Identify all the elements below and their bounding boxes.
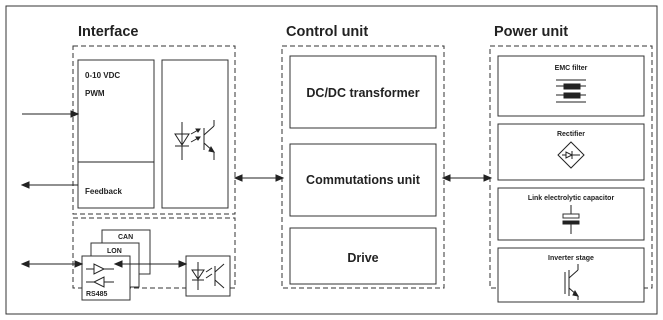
label-0-10-vdc: 0-10 VDC — [85, 71, 120, 80]
link-capacitor-label: Link electrolytic capacitor — [528, 195, 615, 202]
rectifier-box — [497, 123, 645, 181]
interface-upper-group — [72, 45, 236, 215]
interface-section: 0-10 VDC PWM Feedback CAN LON RS485 — [72, 45, 236, 301]
drive-label: Drive — [347, 251, 378, 265]
label-feedback: Feedback — [85, 187, 122, 196]
inverter-stage-label: Inverter stage — [548, 255, 594, 262]
interface-bus-group — [72, 217, 236, 289]
rectifier-label: Rectifier — [557, 131, 585, 138]
bus-optocoupler-box — [185, 255, 231, 297]
diode-bridge-icon — [557, 141, 585, 169]
label-pwm: PWM — [85, 89, 105, 98]
emc-filter-icon — [556, 79, 586, 103]
inverter-stage-box — [497, 247, 645, 303]
outer-frame — [5, 5, 658, 315]
optocoupler-box — [161, 59, 229, 209]
dcdc-transformer-label: DC/DC transformer — [306, 86, 419, 100]
commutation-unit-label: Commutations unit — [306, 173, 421, 187]
header-control-unit: Control unit — [286, 24, 368, 40]
drive-box — [289, 227, 437, 285]
igbt-icon — [564, 264, 580, 300]
dcdc-transformer-box — [289, 55, 437, 129]
label-can: CAN — [118, 234, 133, 241]
capacitor-icon — [562, 205, 580, 234]
control-unit-group — [281, 45, 445, 289]
transceiver-icon — [86, 263, 114, 288]
control-unit-section: DC/DC transformer Commutations unit Driv… — [281, 45, 445, 289]
optocoupler-icon — [174, 120, 216, 160]
bus-optocoupler-icon — [191, 262, 225, 290]
analog-io-box — [77, 59, 155, 209]
connections — [20, 110, 493, 268]
header-power-unit: Power unit — [494, 24, 568, 40]
label-rs485: RS485 — [86, 291, 108, 298]
header-interface: Interface — [78, 24, 138, 40]
emc-filter-label: EMC filter — [555, 65, 588, 72]
label-lon: LON — [107, 248, 122, 255]
commutation-unit-box — [289, 143, 437, 217]
power-unit-section: EMC filter Rectifier Link electrolytic c… — [489, 45, 653, 303]
